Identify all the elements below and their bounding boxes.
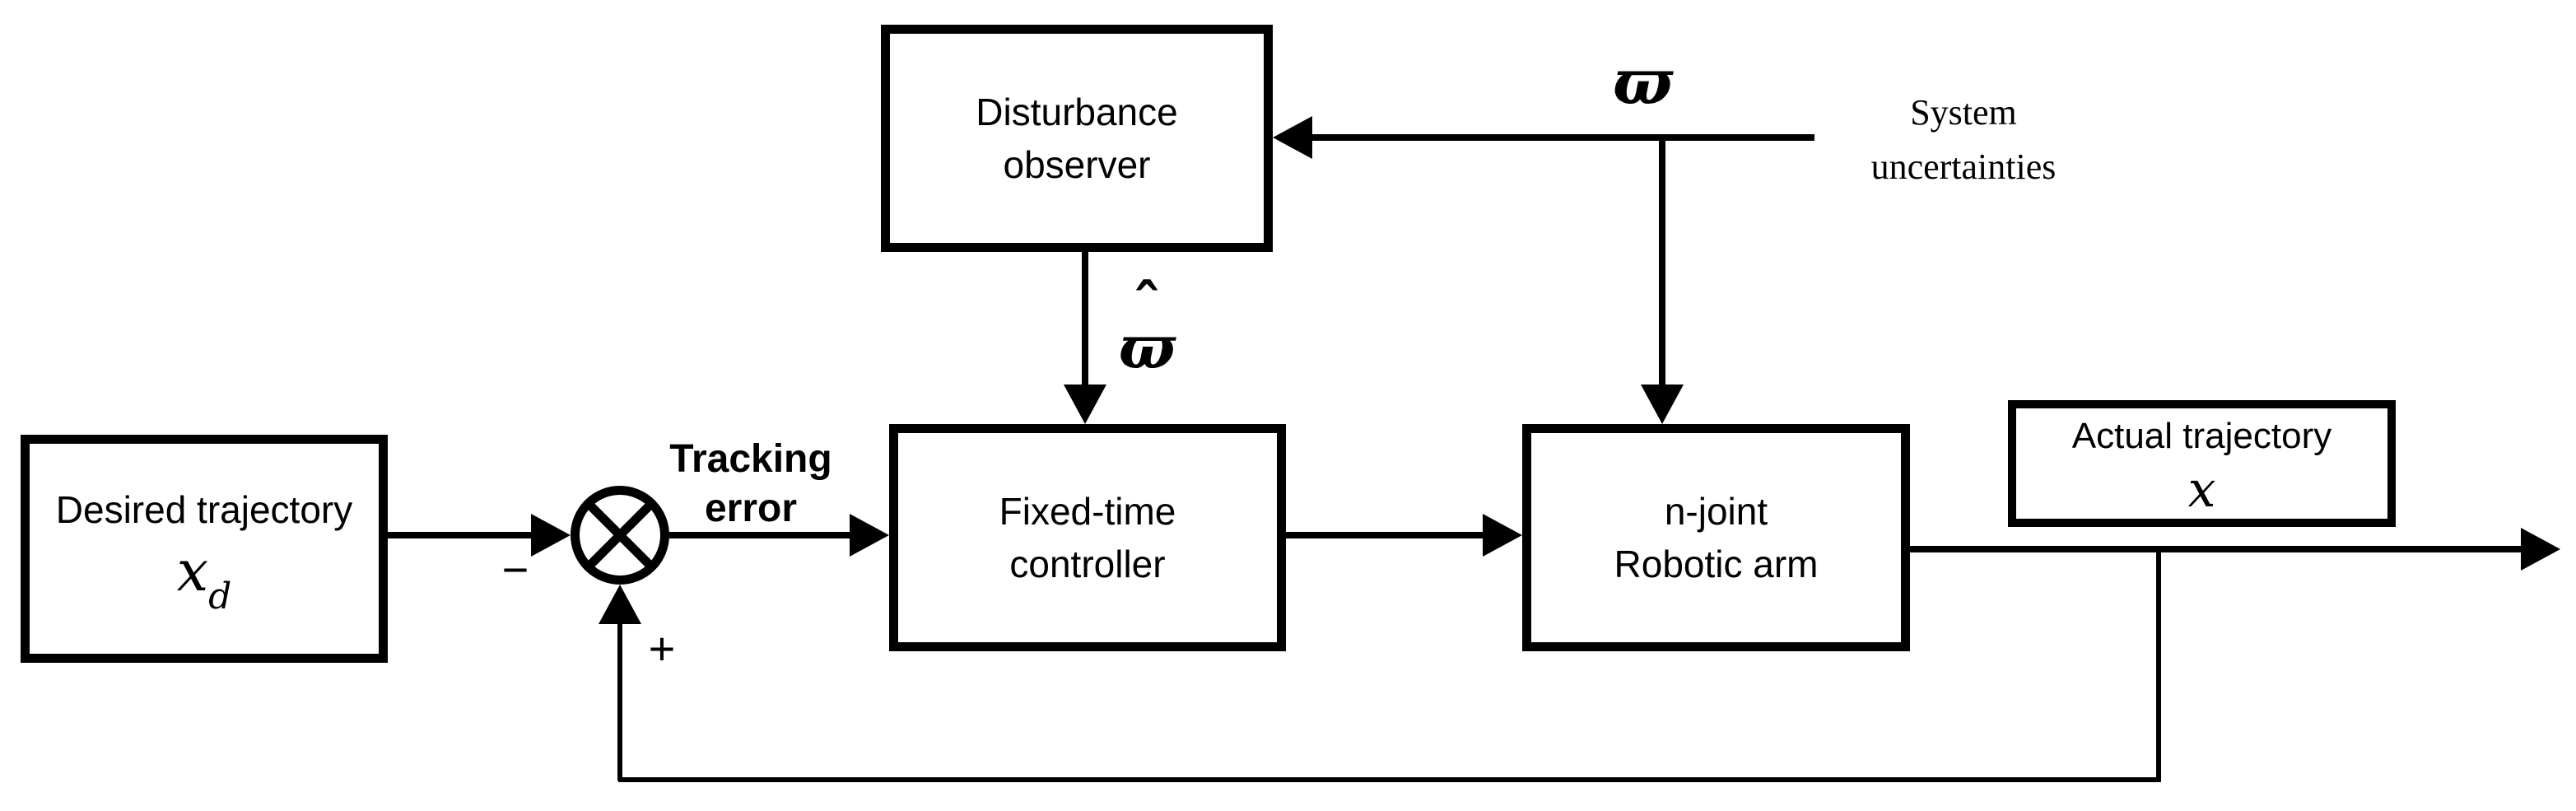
fixed-time-controller-box: Fixed-time controller: [889, 424, 1286, 651]
tracking-error-label-line1: Tracking: [669, 437, 832, 481]
robotic-arm-label-line2: Robotic arm: [1614, 543, 1819, 585]
desired-trajectory-box: Desired trajectory xd: [21, 435, 388, 663]
feedback-line-tap: [2156, 546, 2161, 781]
system-uncertainties-label: System uncertainties: [1786, 86, 2140, 194]
arrowhead-output-icon: [2521, 528, 2560, 571]
signal-line-sum-to-controller: [669, 532, 850, 538]
disturbance-observer-box: Disturbance observer: [881, 25, 1273, 252]
actual-trajectory-symbol: x: [2187, 461, 2216, 519]
actual-trajectory-label: Actual trajectory: [2071, 416, 2332, 456]
arrowhead-into-sum-icon: [531, 514, 571, 557]
hat-accent: ˆ: [1132, 271, 1162, 341]
desired-trajectory-label: Desired trajectory: [55, 487, 353, 531]
disturbance-observer-label-line1: Disturbance: [976, 91, 1178, 133]
actual-trajectory-box: Actual trajectory x: [2008, 400, 2396, 527]
fixed-time-controller-label-line1: Fixed-time: [999, 490, 1176, 533]
disturbance-observer-label-line2: observer: [1003, 143, 1151, 186]
disturbance-varpi-symbol: ϖ: [1612, 45, 1673, 119]
plus-sign: +: [648, 622, 676, 674]
arrowhead-into-arm-icon: [1483, 514, 1522, 557]
uncertainty-line-horizontal: [1312, 134, 1814, 141]
tracking-error-label-line2: error: [704, 487, 798, 530]
estimate-line-vertical: [1082, 252, 1088, 385]
signal-line-desired-to-sum: [387, 532, 533, 538]
signal-line-arm-output: [1910, 546, 2521, 552]
arrowhead-into-observer-icon: [1273, 116, 1312, 159]
feedback-line-bottom: [618, 777, 2161, 782]
tracking-error-label: Tracking error: [634, 435, 868, 534]
uncertainty-line-vertical: [1659, 137, 1665, 385]
desired-trajectory-symbol-x: x: [176, 538, 209, 604]
arrowhead-feedback-into-sum-icon: [599, 585, 641, 624]
disturbance-estimate-varpi-hat-symbol: ˆ ϖ: [1106, 277, 1188, 382]
robotic-arm-label-line1: n-joint: [1664, 490, 1768, 533]
summing-junction: [571, 486, 669, 585]
desired-trajectory-symbol-subscript: d: [208, 575, 232, 618]
arrowhead-into-controller-icon: [850, 514, 889, 557]
disturbance-estimate-varpi: ϖ: [1118, 312, 1176, 382]
minus-sign: −: [501, 543, 529, 595]
system-uncertainties-label-line2: uncertainties: [1870, 147, 2057, 187]
feedback-line-up: [617, 622, 622, 781]
arrowhead-uncertainty-into-arm-icon: [1641, 385, 1684, 424]
arrowhead-estimate-into-controller-icon: [1064, 385, 1106, 424]
desired-trajectory-symbol: xd: [177, 543, 232, 618]
system-uncertainties-label-line1: System: [1910, 92, 2017, 133]
fixed-time-controller-label-line2: controller: [1009, 543, 1166, 585]
signal-line-controller-to-arm: [1286, 532, 1483, 538]
n-joint-robotic-arm-box: n-joint Robotic arm: [1522, 424, 1910, 651]
